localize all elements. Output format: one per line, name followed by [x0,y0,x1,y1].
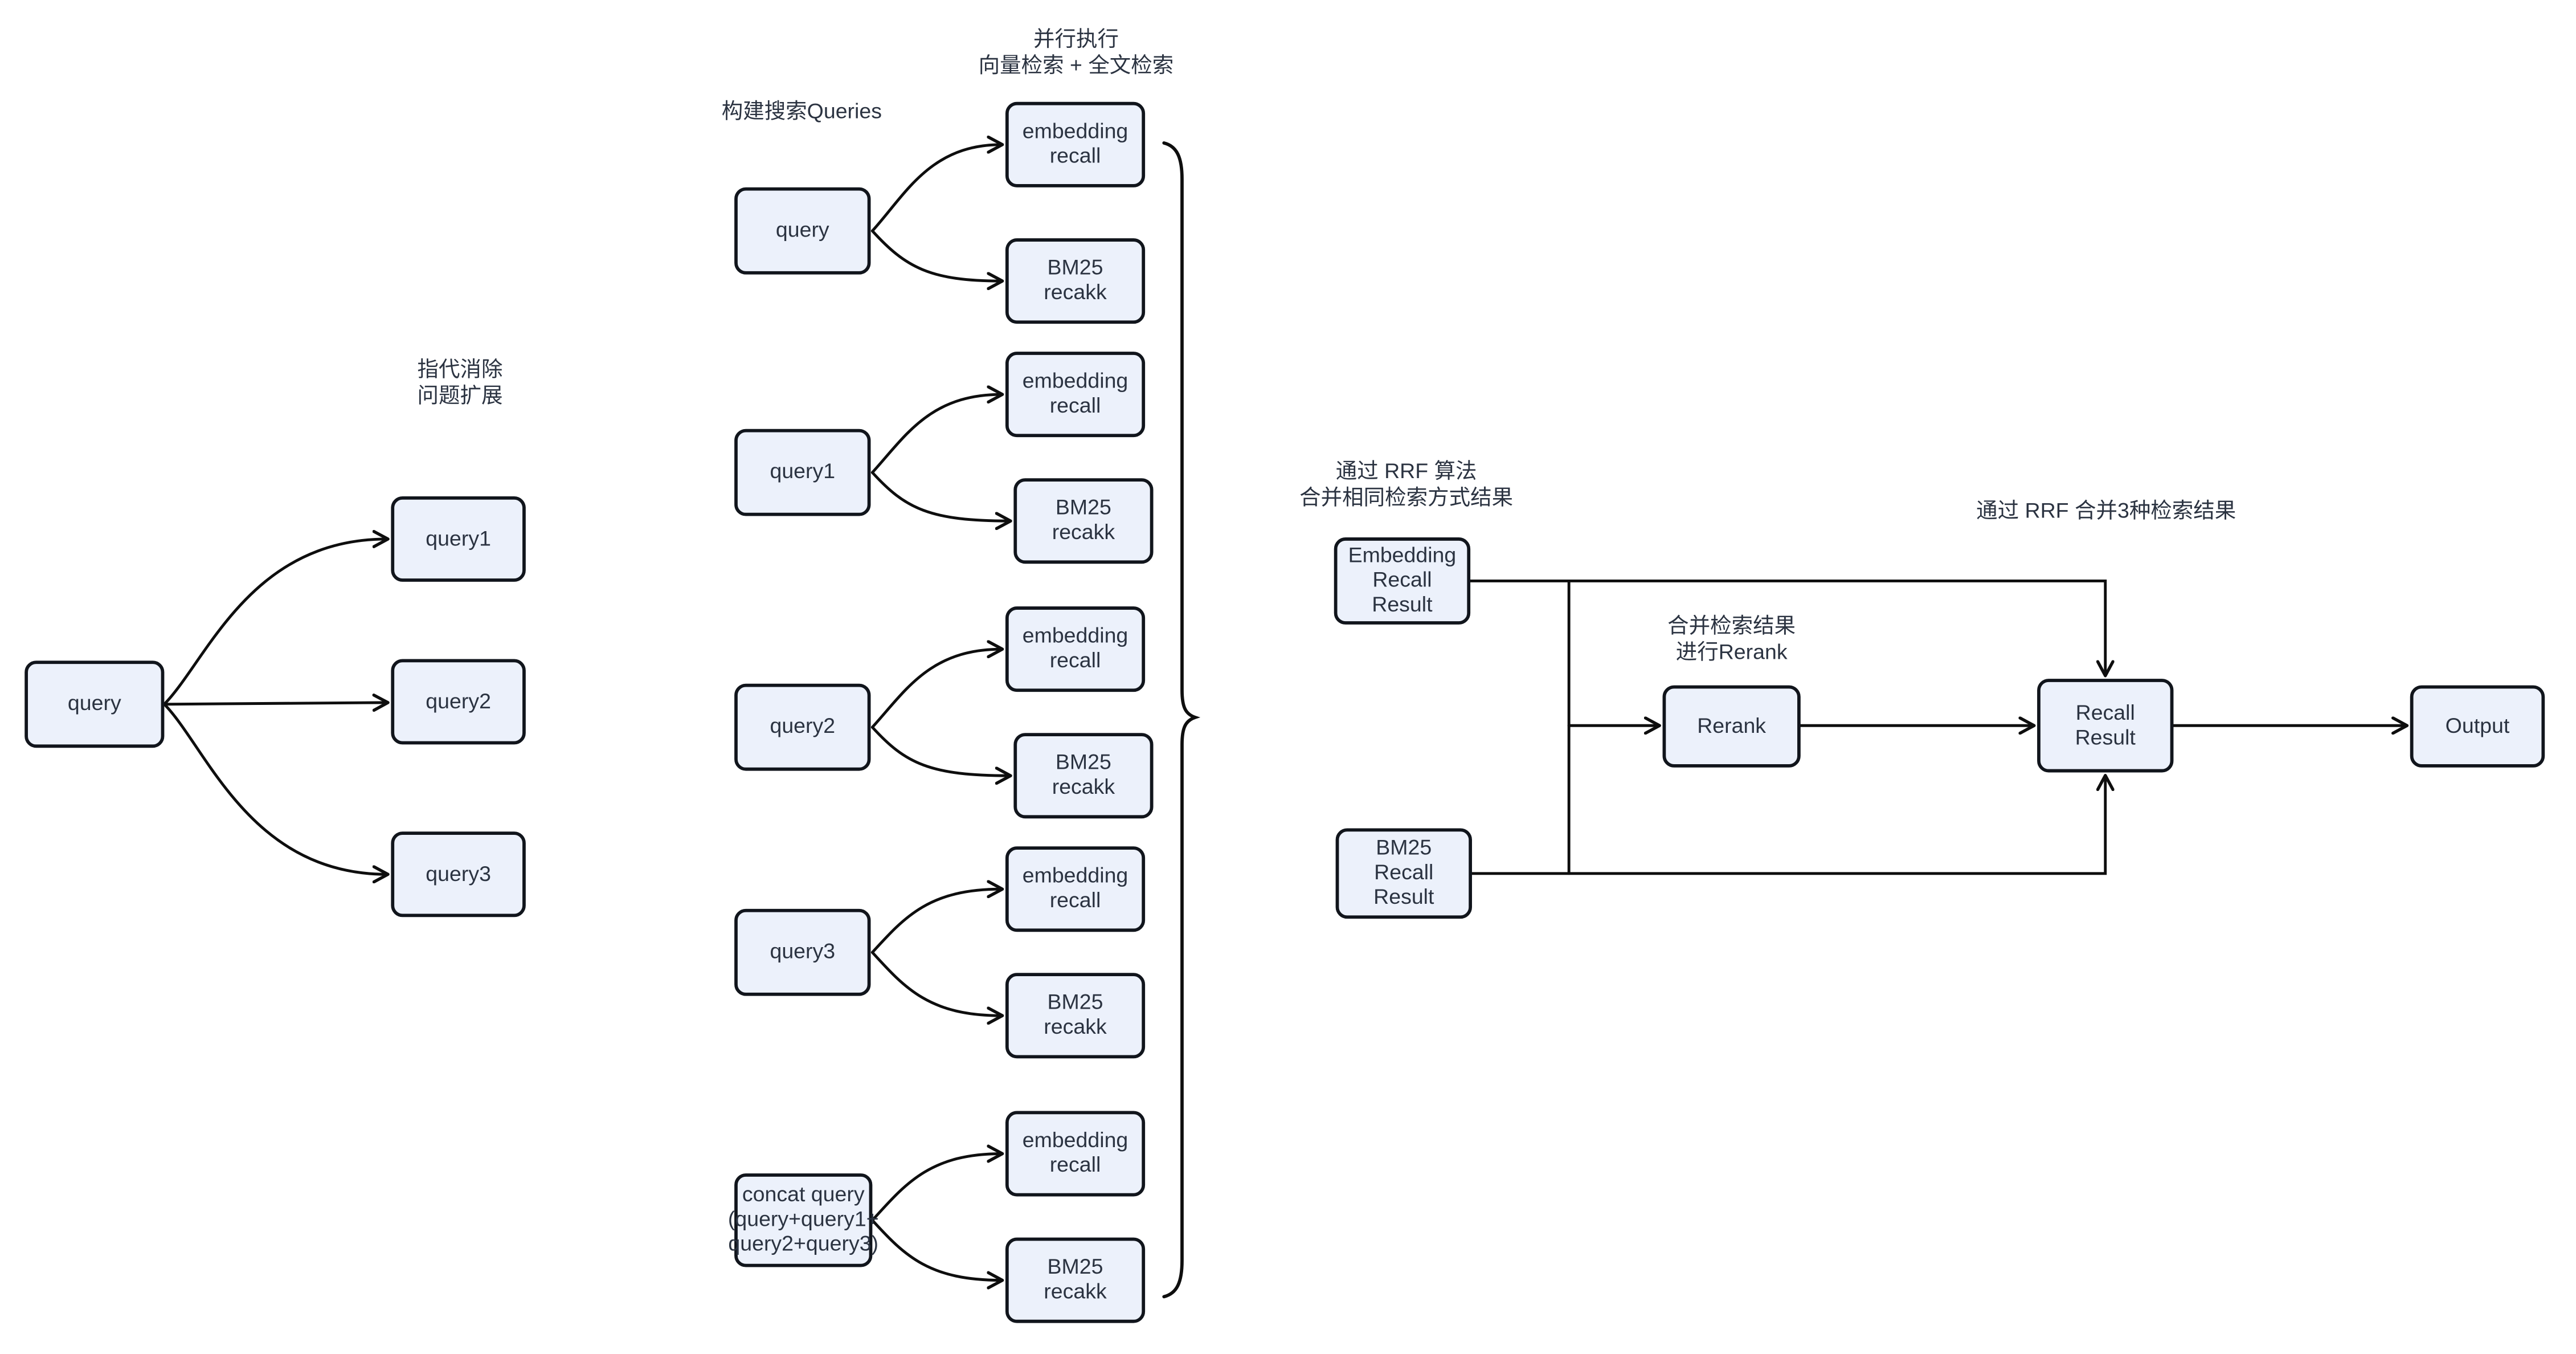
note-coref-expand: 指代消除 问题扩展 [417,356,503,408]
edge-midquery1-to-embedding1 [870,394,1001,474]
edge-query-to-query3 [162,703,387,874]
edge-query-to-query2 [162,703,387,704]
node-recall-result: Recall Result [2037,679,2174,773]
node-embedding-recall-4: embedding recall [1005,1111,1146,1197]
node-concat-query: concat query (query+query1+ query2+query… [728,1173,879,1267]
node-bm25-recall-3: BM25 recakk [1005,973,1146,1059]
note-merge-rerank: 合并检索结果 进行Rerank [1667,613,1796,664]
node-mid-query2: query2 [734,683,871,771]
brace-merge [1162,141,1201,1299]
node-bm25-recall-4: BM25 recakk [1005,1237,1146,1323]
note-parallel-exec: 并行执行 向量检索 + 全文检索 [978,26,1174,78]
edge-midquery2-to-bm25-2 [870,725,1009,776]
node-query3: query3 [391,831,526,917]
note-rrf-merge-three: 通过 RRF 合并3种检索结果 [1976,497,2236,523]
edge-embeddingresult-to-recallresult-top [1469,580,2105,674]
node-bm25-recall-result: BM25 Recall Result [1335,828,1473,919]
node-bm25-recall-1: BM25 recakk [1013,478,1154,564]
node-rerank: Rerank [1662,685,1801,768]
node-bm25-recall-2: BM25 recakk [1013,733,1154,819]
edge-midquery3-to-bm25-3 [870,951,1001,1016]
node-query2: query2 [391,659,526,745]
node-mid-query3: query3 [734,908,871,996]
node-embedding-recall-1: embedding recall [1005,352,1146,438]
node-embedding-recall-result: Embedding Recall Result [1334,537,1471,625]
node-mid-query1: query1 [734,429,871,516]
node-embedding-recall-2: embedding recall [1005,606,1146,692]
node-query-root: query [24,660,165,748]
node-embedding-recall-3: embedding recall [1005,846,1146,932]
edge-midquery3-to-embedding3 [870,889,1001,954]
node-query1: query1 [391,496,526,582]
node-output: Output [2410,685,2545,768]
edge-query-to-query1 [162,539,387,706]
node-mid-query0: query [734,187,871,275]
edge-bm25result-to-recallresult-bottom [1470,777,2105,875]
edge-midquery0-to-bm25-0 [870,229,1001,281]
node-embedding-recall-0: embedding recall [1005,101,1146,187]
edge-midquery1-to-bm25-1 [870,471,1009,521]
edge-midquery2-to-embedding2 [870,649,1001,729]
note-rrf-same-method: 通过 RRF 算法 合并相同检索方式结果 [1299,458,1514,509]
node-bm25-recall-0: BM25 recakk [1005,238,1146,324]
edge-concat-to-bm25-4 [870,1218,1001,1280]
edge-concat-to-embedding4 [870,1154,1001,1222]
edge-midquery0-to-embedding0 [870,145,1001,233]
note-build-queries: 构建搜索Queries [721,99,882,124]
